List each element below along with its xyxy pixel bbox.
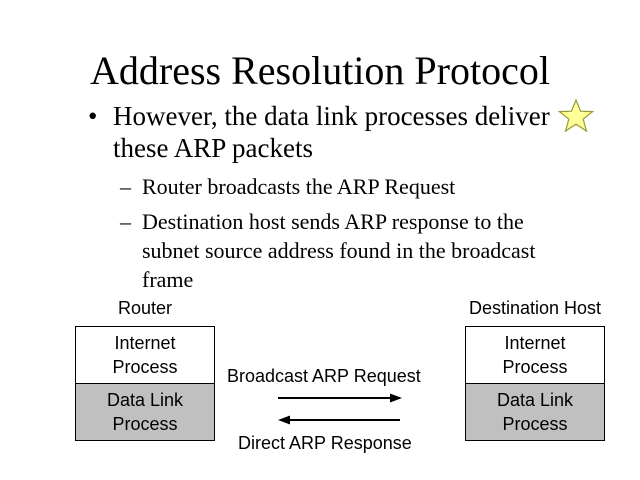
- router-label: Router: [117, 298, 173, 318]
- destination-internet-process-box: Internet Process: [465, 326, 605, 384]
- router-data-link-process-box: Data Link Process: [75, 383, 215, 441]
- subbullet-2-line-3: frame: [142, 267, 194, 292]
- subbullet-2-line-1: Destination host sends ARP response to t…: [142, 209, 524, 234]
- bullet-marker: •: [88, 101, 98, 131]
- destination-internet-process-label: Internet Process: [502, 333, 568, 377]
- bullet-text-line-2: these ARP packets: [113, 133, 313, 163]
- router-data-link-process-label: Data Link Process: [106, 390, 184, 434]
- destination-host-label: Destination Host: [468, 298, 602, 318]
- subbullet-dash-1: –: [120, 174, 131, 199]
- response-arrow: [278, 415, 400, 425]
- slide-title: Address Resolution Protocol: [90, 48, 550, 93]
- broadcast-arp-request-label: Broadcast ARP Request: [227, 366, 421, 386]
- router-internet-process-label: Internet Process: [112, 333, 178, 377]
- direct-arp-response-label: Direct ARP Response: [238, 433, 412, 453]
- star-icon: [558, 98, 594, 133]
- bullet-text-line-1: However, the data link processes deliver: [113, 101, 550, 131]
- broadcast-arrow: [278, 393, 402, 403]
- destination-data-link-process-box: Data Link Process: [465, 383, 605, 441]
- subbullet-dash-2: –: [120, 209, 131, 234]
- subbullet-2-line-2: subnet source address found in the broad…: [142, 238, 536, 263]
- subbullet-1-line-1: Router broadcasts the ARP Request: [142, 174, 456, 199]
- destination-data-link-process-label: Data Link Process: [496, 390, 574, 434]
